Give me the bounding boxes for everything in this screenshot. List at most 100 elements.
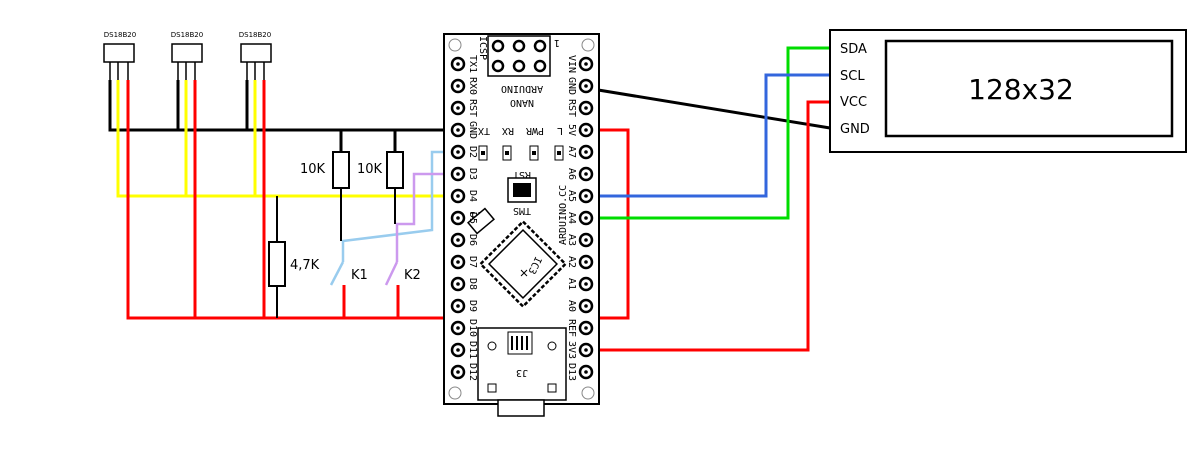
right-pin-label: D13: [566, 363, 577, 381]
led-l-label: L: [557, 125, 563, 136]
crystal-label: Y1: [470, 209, 482, 220]
right-pin-label: A3: [566, 234, 577, 246]
sensor-label: DS18B20: [104, 31, 136, 39]
left-pin-d4: D4: [450, 188, 478, 204]
left-pin-label: D11: [467, 341, 478, 359]
left-pin-d2: D2: [450, 144, 478, 160]
left-pin-label: D5: [467, 212, 478, 224]
left-pin-label: RX0: [467, 77, 478, 95]
left-pin-label: D8: [467, 278, 478, 290]
right-pin-label: A0: [566, 300, 577, 312]
display-pin-vcc: VCC: [840, 95, 867, 110]
left-pin-gnd: GND: [450, 121, 478, 139]
right-pin-label: VIN: [566, 55, 577, 73]
gnd-display-wire: [585, 86, 831, 130]
usb-label: J3: [516, 367, 528, 378]
display-pin-gnd: GND: [840, 122, 870, 137]
left-pin-d5: D5: [450, 210, 478, 226]
right-pin-label: RST: [566, 99, 577, 117]
right-pin-label: A7: [566, 146, 577, 158]
right-pin-ref: REF: [566, 319, 594, 337]
data-bus-wire: [116, 80, 458, 198]
left-pin-label: D7: [467, 256, 478, 268]
resistor-stems: [340, 188, 396, 241]
left-pin-label: D12: [467, 363, 478, 381]
display-pin-scl: SCL: [840, 69, 865, 84]
left-pin-d12: D12: [450, 363, 478, 381]
display-text: 128x32: [968, 73, 1074, 106]
right-pin-a1: A1: [566, 276, 594, 292]
left-pin-rx0: RX0: [450, 77, 478, 95]
resistor-r3-label: 4,7K: [290, 258, 320, 273]
vcc-rail-wire: [126, 80, 630, 320]
arduino-nano-board: ICSP 1 ARDUINO NANO TX RX PWR L RST TMS …: [443, 33, 600, 417]
k2-wire: [395, 172, 458, 262]
led-rx-label: RX: [502, 125, 514, 136]
led-tx-label: TX: [478, 125, 490, 136]
scl-wire: [586, 73, 830, 198]
right-pin-vin: VIN: [566, 55, 594, 73]
display-pin-sda: SDA: [840, 42, 867, 57]
wires: [108, 46, 831, 352]
right-pin-3v3: 3V3: [566, 341, 594, 359]
right-pin-rst: RST: [566, 99, 594, 117]
board-subtitle: NANO: [510, 97, 534, 108]
resistor-r1: 10K: [300, 151, 350, 189]
left-pin-label: D3: [467, 168, 478, 180]
left-pin-label: D6: [467, 234, 478, 246]
ic-chip: [478, 219, 568, 309]
switch-k1-lever: [329, 261, 345, 286]
sda-wire: [586, 46, 830, 220]
right-pin-a6: A6: [566, 166, 594, 182]
right-pin-5v: 5V: [566, 122, 594, 138]
led-pwr-label: PWR: [525, 125, 544, 136]
left-pin-d6: D6: [450, 232, 478, 248]
right-pin-a7: A7: [566, 144, 594, 160]
resistor-r2-label: 10K: [357, 162, 383, 177]
resistor-r2: 10K: [357, 151, 404, 189]
left-pin-label: D10: [467, 319, 478, 337]
left-pin-label: RST: [467, 99, 478, 117]
left-pin-tx1: TX1: [450, 55, 478, 73]
switch-k2-label: K2: [404, 268, 421, 283]
sensor-label: DS18B20: [239, 31, 271, 39]
sensor-3: DS18B20: [239, 31, 272, 80]
right-pin-d13: D13: [566, 363, 594, 381]
left-pin-label: D9: [467, 300, 478, 312]
board-title: ARDUINO: [501, 83, 543, 94]
left-pin-label: D2: [467, 146, 478, 158]
left-pin-label: GND: [467, 121, 478, 139]
left-pin-label: TX1: [467, 55, 478, 73]
right-pin-label: A6: [566, 168, 577, 180]
left-pin-d11: D11: [450, 341, 478, 359]
left-pin-d9: D9: [450, 298, 478, 314]
right-pin-label: A2: [566, 256, 577, 268]
vcc-display-wire: [586, 100, 830, 352]
usb-connector: [477, 327, 567, 417]
right-pin-a5: A5: [566, 188, 594, 204]
right-pin-label: 3V3: [566, 341, 577, 359]
icsp-label: ICSP: [477, 36, 488, 60]
left-pin-label: D4: [467, 190, 478, 202]
rst-button-label: RST: [513, 169, 531, 180]
k1-wire: [341, 150, 458, 262]
right-pin-a2: A2: [566, 254, 594, 270]
right-pin-label: A5: [566, 190, 577, 202]
right-pin-label: A1: [566, 278, 577, 290]
left-pin-d7: D7: [450, 254, 478, 270]
sensor-1: DS18B20: [103, 31, 136, 80]
pin1-marker: 1: [554, 37, 560, 48]
right-pin-a4: A4: [566, 210, 594, 226]
crystal: [467, 207, 495, 235]
tms-label: TMS: [513, 205, 531, 216]
right-pin-label: REF: [566, 319, 577, 337]
resistor-r1-label: 10K: [300, 162, 326, 177]
board-leds: [478, 145, 564, 161]
sensor-label: DS18B20: [171, 31, 203, 39]
right-pin-a0: A0: [566, 298, 594, 314]
left-pin-d3: D3: [450, 166, 478, 182]
resistor-r3: 4,7K: [268, 241, 320, 287]
